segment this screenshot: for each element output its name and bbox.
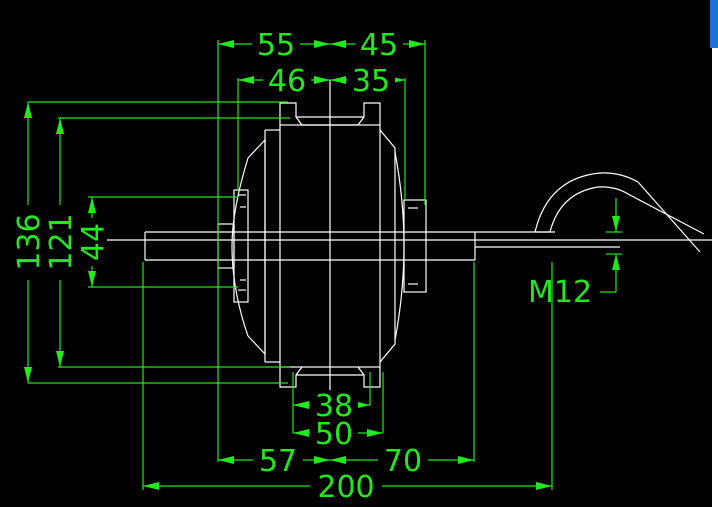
dropout (534, 172, 705, 253)
dim-vertical-mid: 121 (44, 213, 79, 270)
dim-thread: M12 (528, 275, 592, 310)
dim-vertical-outer: 136 (12, 213, 47, 270)
axle (95, 231, 718, 261)
left-hub-side (231, 129, 280, 363)
dim-bottom-total: 200 (317, 470, 374, 505)
dim-top-left-inner: 46 (268, 64, 306, 99)
right-hub-side (379, 129, 427, 363)
window-edge-strip (712, 48, 718, 507)
dimension-layer (15, 30, 622, 503)
dim-top-right-inner: 35 (352, 64, 390, 99)
dim-bottom-inner: 38 (315, 389, 353, 424)
dim-bottom-mid: 50 (315, 417, 353, 452)
dim-bottom-left: 57 (259, 444, 297, 479)
dim-vertical-inner: 44 (76, 223, 111, 261)
motor-outline (95, 80, 718, 400)
dimension-labels: 55 45 46 35 136 121 44 M12 38 50 57 70 2… (12, 28, 592, 505)
dim-top-left-outer: 55 (257, 28, 295, 63)
hub-shell (279, 80, 381, 400)
dim-top-right-outer: 45 (360, 28, 398, 63)
dim-bottom-right: 70 (384, 444, 422, 479)
window-edge-accent (710, 0, 718, 48)
